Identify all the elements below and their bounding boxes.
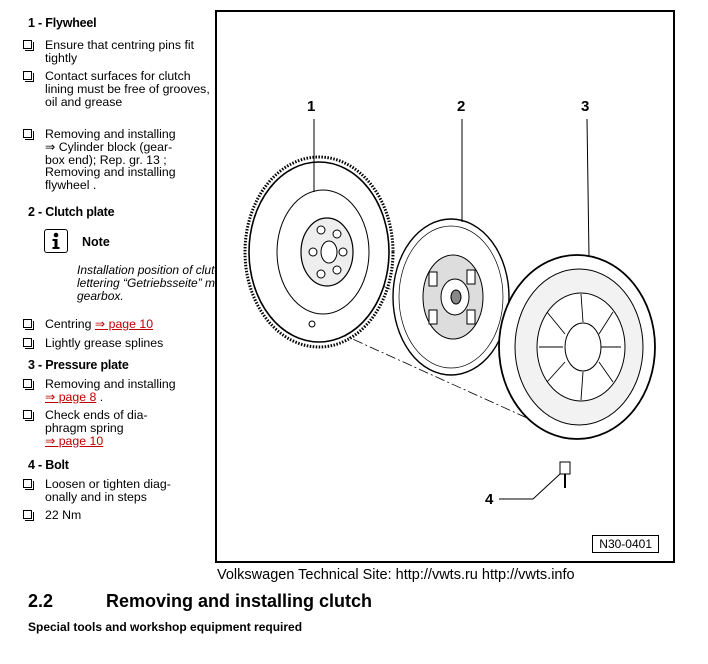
list-item: Removing and installing ⇒ Cylinder block… xyxy=(23,128,215,192)
checkbox-bullet-icon xyxy=(23,479,34,490)
checkbox-bullet-icon xyxy=(23,379,34,390)
section-title: Removing and installing clutch xyxy=(106,591,373,611)
subheading: Special tools and workshop equipment req… xyxy=(28,620,303,634)
list-item: Ensure that centring pins fit tightly xyxy=(23,39,215,65)
heading-clutch-plate: 2 - Clutch plate xyxy=(28,205,115,219)
clutch-plate-drawing xyxy=(392,218,510,376)
callout-4: 4 xyxy=(485,491,494,508)
note-text: Installation position of clutch plate: l… xyxy=(77,263,260,303)
checkbox-bullet-icon xyxy=(23,319,34,330)
page-link[interactable]: ⇒ page 8 xyxy=(45,389,97,404)
callout-3: 3 xyxy=(581,98,590,115)
footer-text: Volkswagen Technical Site: http://vwts.r… xyxy=(217,567,575,583)
list-item: Contact surfaces for clutch lining must … xyxy=(23,70,215,108)
page-link[interactable]: ⇒ page 10 xyxy=(94,317,154,331)
list-item: Loosen or tighten diag-onally and in ste… xyxy=(23,478,190,504)
checkbox-bullet-icon xyxy=(23,510,34,521)
list-item: Check ends of dia-phragm spring⇒ page 10 xyxy=(23,409,170,448)
checkbox-bullet-icon xyxy=(23,338,34,349)
callout-2: 2 xyxy=(457,98,466,115)
callout-1: 1 xyxy=(307,98,316,115)
heading-bolt: 4 - Bolt xyxy=(28,458,69,472)
clutch-exploded-drawing xyxy=(243,118,656,500)
figure-code: N30-0401 xyxy=(592,535,659,553)
bolt-drawing xyxy=(559,461,571,488)
heading-flywheel: 1 - Flywheel xyxy=(28,16,97,30)
checkbox-bullet-icon xyxy=(23,129,34,140)
checkbox-bullet-icon xyxy=(23,40,34,51)
info-icon xyxy=(44,229,68,253)
checkbox-bullet-icon xyxy=(23,71,34,82)
exploded-view-figure: 1 2 3 4 N30-0401 xyxy=(215,10,675,563)
list-item: 22 Nm xyxy=(23,509,215,522)
note-label: Note xyxy=(82,235,110,249)
flywheel-drawing xyxy=(243,155,395,349)
list-item: Removing and installing⇒ page 8 . xyxy=(23,378,215,404)
section-number: 2.2 xyxy=(28,591,54,611)
heading-pressure-plate: 3 - Pressure plate xyxy=(28,358,129,372)
pressure-plate-drawing xyxy=(498,254,656,440)
list-item: Centring ⇒ page 10 xyxy=(23,317,215,331)
list-item: Lightly grease splines xyxy=(23,337,215,350)
checkbox-bullet-icon xyxy=(23,410,34,421)
page-link[interactable]: ⇒ page 10 xyxy=(45,433,104,448)
